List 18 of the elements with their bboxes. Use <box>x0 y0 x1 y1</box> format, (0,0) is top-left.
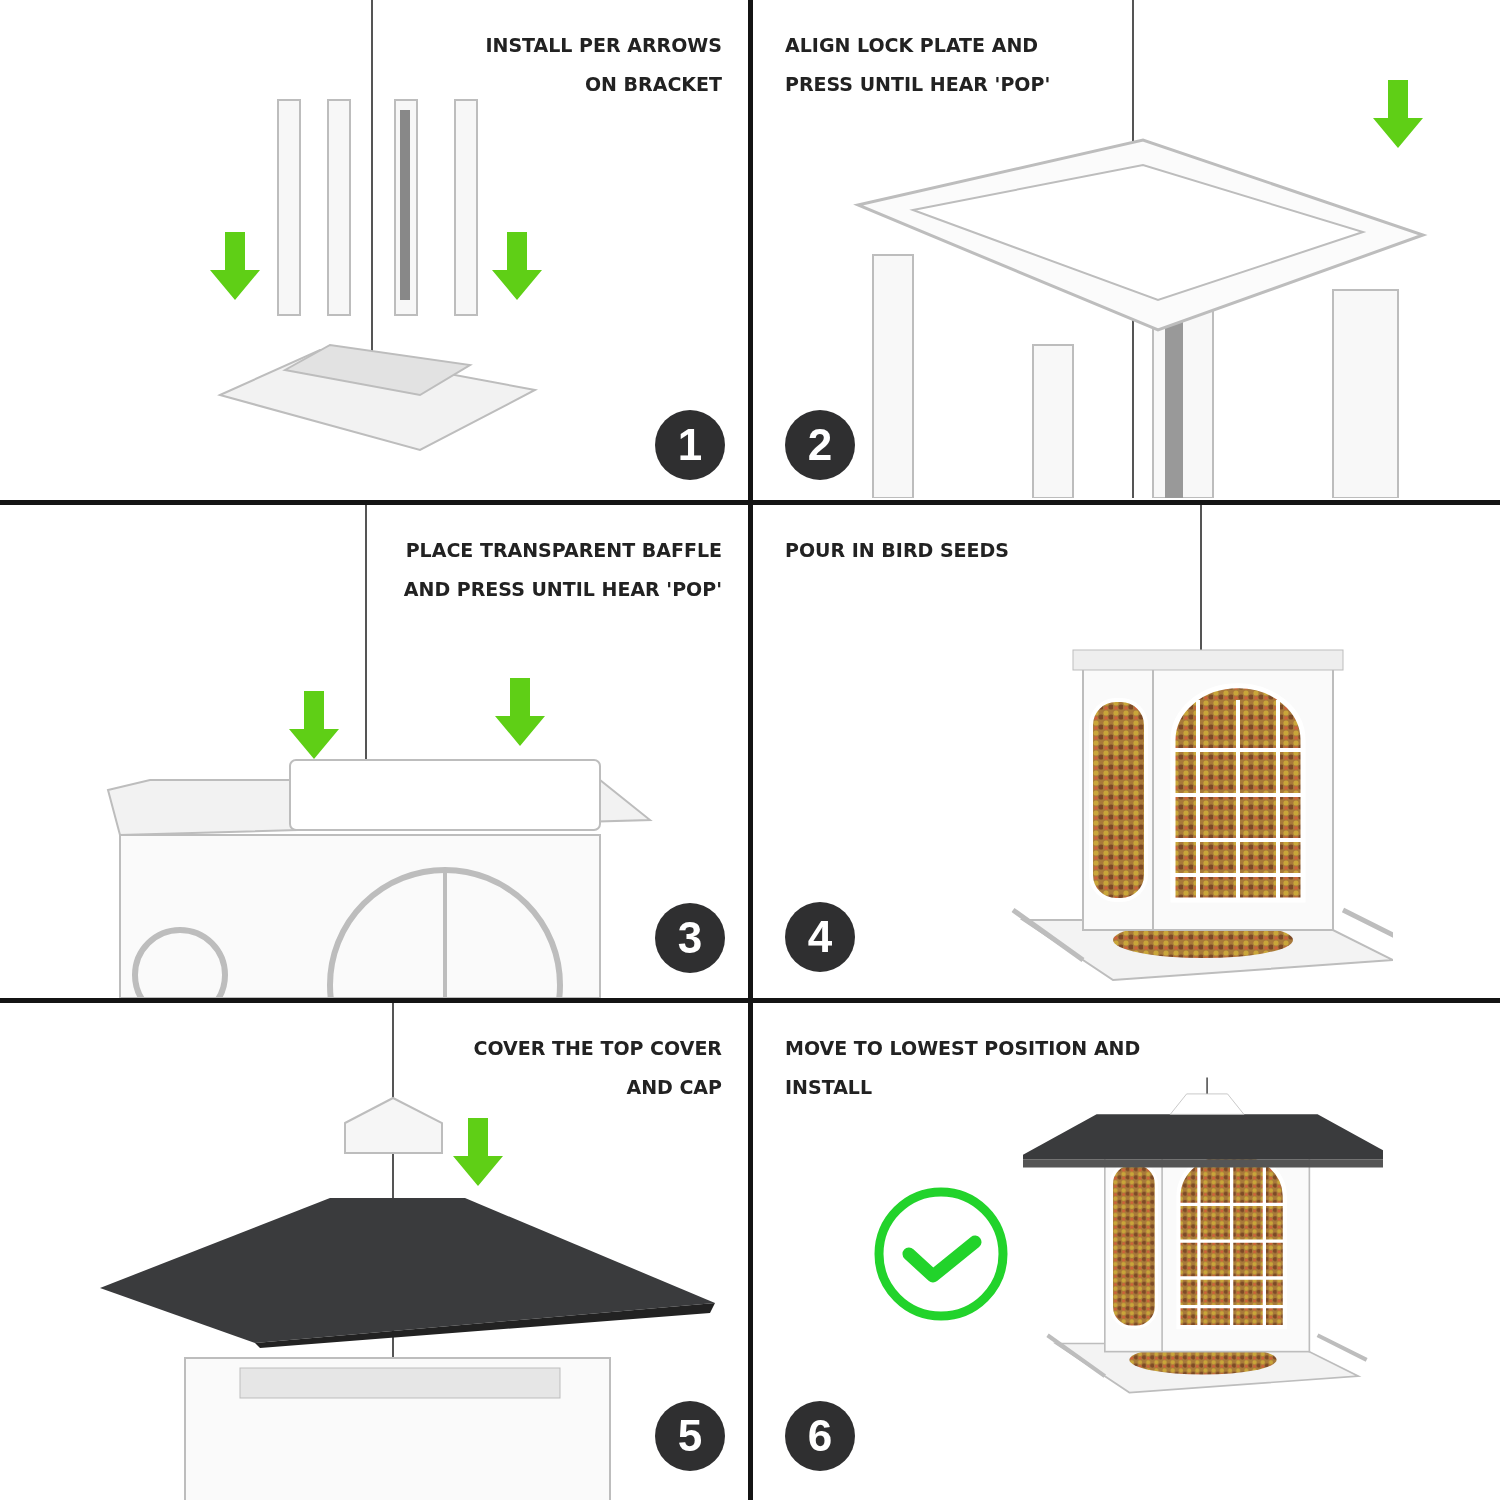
step-panel <box>0 1003 748 1500</box>
instruction-text: COVER THE TOP COVER AND CAP <box>472 1036 722 1100</box>
instruction-text: PLACE TRANSPARENT BAFFLE AND PRESS UNTIL HEAR 'POP' <box>402 538 722 602</box>
step-number: 2 <box>785 410 855 480</box>
step-number: 3 <box>655 903 725 973</box>
step-panel <box>753 0 1500 500</box>
instruction-text: POUR IN BIRD SEEDS <box>785 538 1010 563</box>
step-panel <box>753 505 1500 998</box>
step-number: 6 <box>785 1401 855 1471</box>
instruction-text: MOVE TO LOWEST POSITION AND INSTALL <box>785 1036 1142 1100</box>
instruction-text: INSTALL PER ARROWS ON BRACKET <box>484 33 722 97</box>
step-panel <box>753 1003 1500 1500</box>
step-number: 4 <box>785 902 855 972</box>
instruction-text: ALIGN LOCK PLATE AND PRESS UNTIL HEAR 'POP' <box>785 33 1052 97</box>
step-panel <box>0 505 748 998</box>
step-number: 1 <box>655 410 725 480</box>
step-number: 5 <box>655 1401 725 1471</box>
step-panel <box>0 0 748 500</box>
